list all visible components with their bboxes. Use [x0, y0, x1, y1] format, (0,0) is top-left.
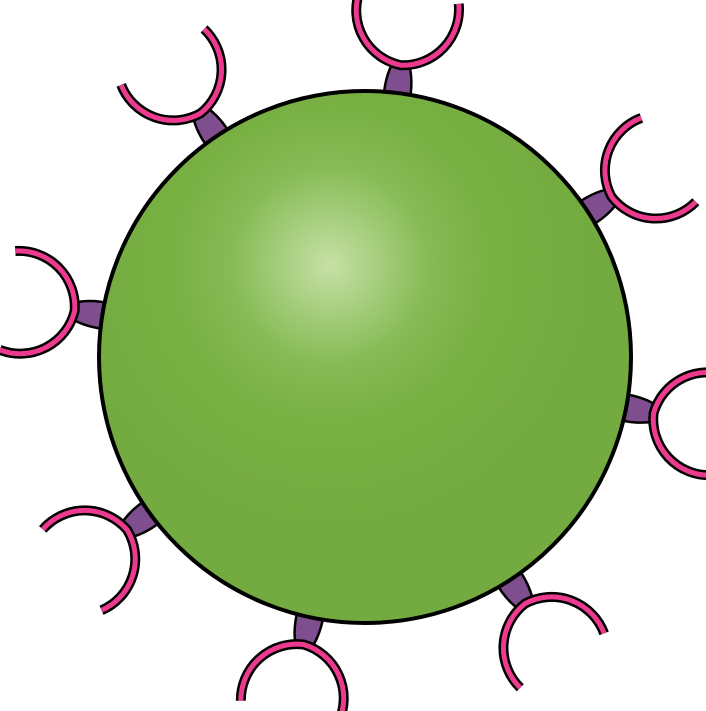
cell-body	[99, 91, 631, 623]
receptor-cup-outline	[584, 117, 697, 240]
receptor-cup-outline	[350, 0, 460, 71]
receptor-cup-outline	[0, 250, 83, 362]
receptor-cup	[240, 634, 355, 711]
receptor-cup-outline	[482, 576, 605, 689]
